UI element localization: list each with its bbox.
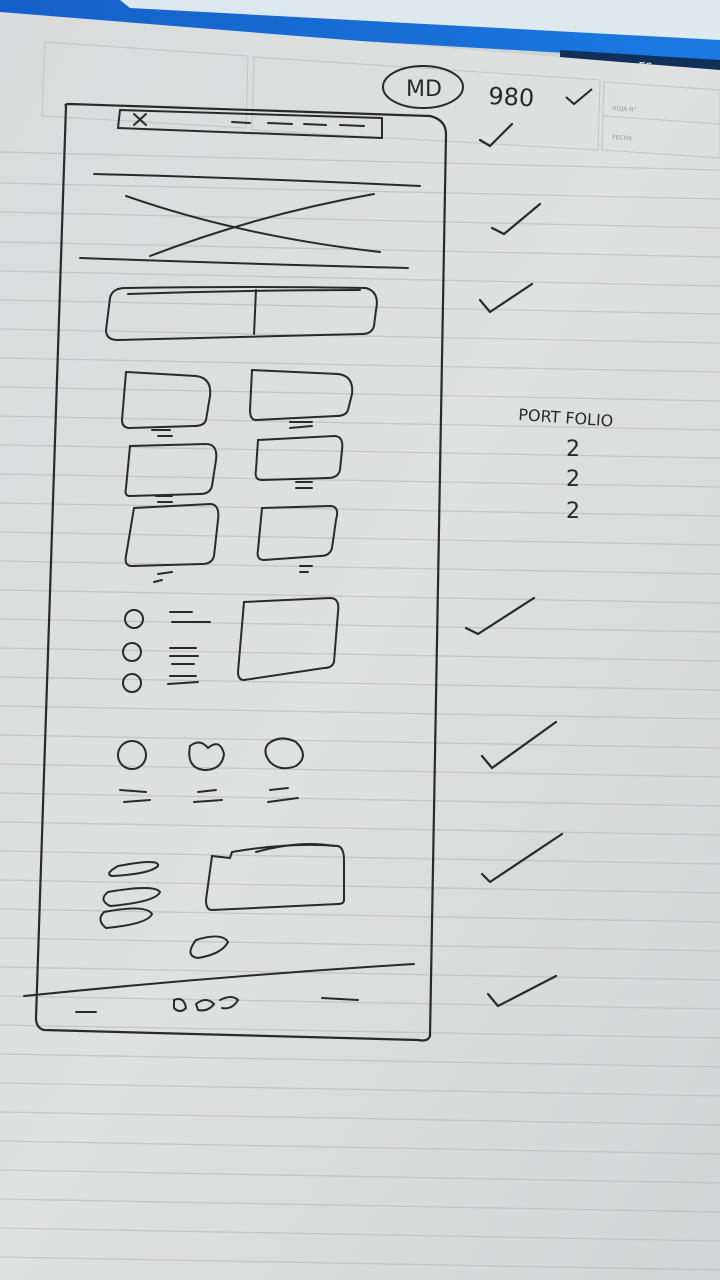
portfolio-count: 2 xyxy=(566,499,580,524)
md-circled-label: MD xyxy=(382,65,464,109)
checkmarks xyxy=(464,122,564,1008)
sketch-portfolio-grid xyxy=(120,368,354,583)
header-field-1-label: HOJA N° xyxy=(612,105,637,114)
sketch-navbar xyxy=(116,108,383,140)
checkmark-icon xyxy=(478,122,514,148)
portfolio-counts: 2 2 2 xyxy=(566,437,580,524)
checkmark-icon xyxy=(490,202,542,236)
checkmark-icon xyxy=(565,88,593,106)
sketch-list-with-image xyxy=(122,596,340,693)
checkmark-icon xyxy=(486,974,558,1008)
ruled-lines xyxy=(0,151,720,1271)
sketch-hero-image xyxy=(79,173,421,269)
sketch-two-buttons xyxy=(104,286,378,342)
svg-text:MD: MD xyxy=(406,77,442,102)
checkmark-icon xyxy=(478,282,534,314)
checkmark-icon xyxy=(464,596,536,636)
portfolio-count: 2 xyxy=(566,437,580,462)
paper-sheet xyxy=(0,12,720,1280)
wireframe-frame xyxy=(34,102,448,1042)
printed-header xyxy=(41,41,720,159)
checkmark-icon xyxy=(480,720,558,770)
close-icon xyxy=(133,113,147,126)
header-field-2-label: FECHA xyxy=(612,134,633,142)
sketch-text-image-button xyxy=(99,843,345,960)
portfolio-count: 2 xyxy=(566,467,580,492)
width-value: 980 xyxy=(488,82,535,112)
checkmark-icon xyxy=(480,832,564,884)
sketch-footer xyxy=(23,963,415,1013)
sketch-three-icons xyxy=(117,737,304,803)
